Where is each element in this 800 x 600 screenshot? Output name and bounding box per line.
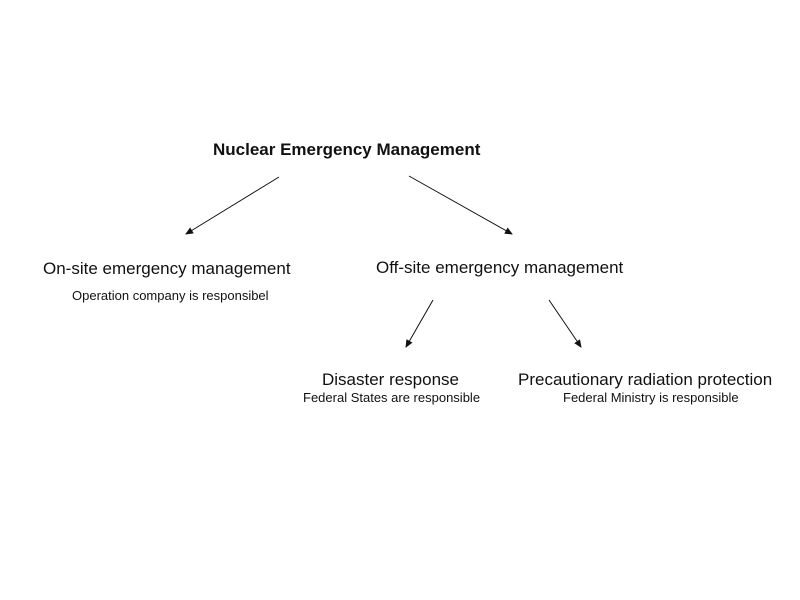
precaution-node-note: Federal Ministry is responsible xyxy=(563,390,739,405)
onsite-node-label: On-site emergency management xyxy=(43,259,291,278)
disaster-node-note: Federal States are responsible xyxy=(303,390,481,405)
arrow-offsite-to-disaster xyxy=(405,299,434,348)
offsite-node-label: Off-site emergency management xyxy=(376,258,624,277)
arrow-root-to-onsite xyxy=(185,176,280,235)
arrow-root-to-offsite xyxy=(408,175,513,235)
arrow-offsite-to-precaution xyxy=(548,299,582,348)
root-node-title: Nuclear Emergency Management xyxy=(213,140,481,159)
precaution-node-label: Precautionary radiation protection xyxy=(518,370,773,389)
onsite-node-note: Operation company is responsibel xyxy=(72,288,269,303)
disaster-node-label: Disaster response xyxy=(322,370,460,389)
